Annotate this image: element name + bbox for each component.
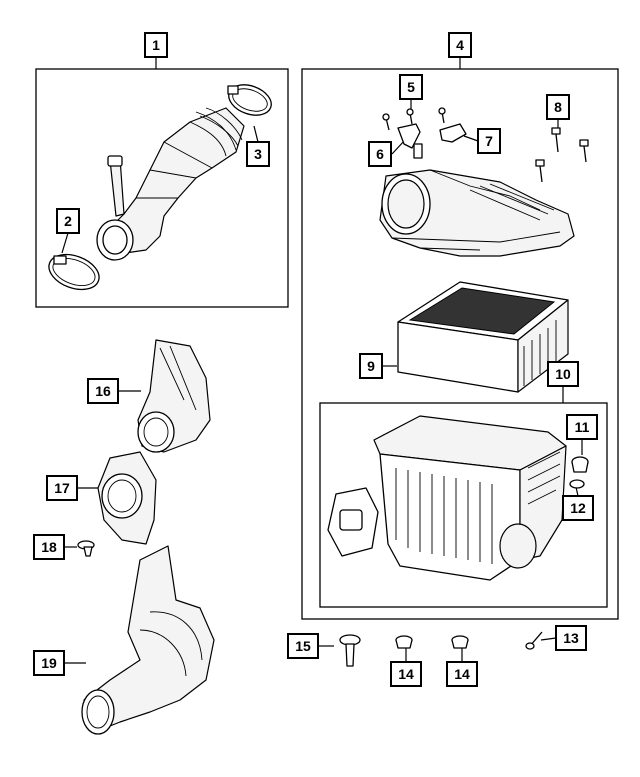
callout-13: 13 — [555, 625, 587, 651]
callout-14b: 14 — [446, 661, 478, 687]
resonator-duct-part — [81, 545, 215, 735]
nut-14a-part — [395, 635, 413, 649]
svg-text:18: 18 — [41, 539, 57, 555]
grommet-part — [569, 456, 589, 489]
svg-text:2: 2 — [64, 213, 72, 229]
svg-text:14: 14 — [398, 666, 414, 682]
callout-5: 5 — [399, 74, 423, 100]
bolt-a — [551, 127, 561, 153]
group-1-frame — [35, 68, 289, 308]
svg-text:15: 15 — [295, 638, 311, 654]
svg-text:11: 11 — [575, 419, 590, 435]
callout-19: 19 — [33, 650, 65, 676]
svg-text:4: 4 — [456, 37, 464, 53]
air-cleaner-housing-part — [327, 415, 567, 581]
callout-9: 9 — [359, 353, 383, 379]
svg-text:13: 13 — [563, 630, 579, 646]
callout-6: 6 — [368, 141, 392, 167]
screw-a — [382, 113, 390, 131]
hose-clamp-part — [48, 84, 272, 291]
svg-text:8: 8 — [554, 99, 562, 115]
leader-lines — [61, 57, 583, 664]
air-duct-adapter-part — [97, 451, 157, 545]
callout-12: 12 — [562, 495, 594, 521]
bolt-b — [579, 139, 589, 163]
callout-10: 10 — [547, 361, 579, 387]
svg-text:9: 9 — [367, 358, 375, 374]
sensor-part — [397, 123, 467, 159]
air-cleaner-cover-part — [379, 169, 575, 257]
svg-text:10: 10 — [555, 366, 571, 382]
callout-16: 16 — [87, 378, 119, 404]
callout-17: 17 — [46, 475, 78, 501]
svg-text:12: 12 — [570, 500, 586, 516]
bolt-15-part — [339, 634, 361, 667]
callout-3: 3 — [246, 141, 270, 167]
svg-text:5: 5 — [407, 79, 415, 95]
screw-b — [406, 108, 414, 125]
screws-part — [382, 107, 589, 183]
group-10-frame — [319, 402, 608, 608]
callout-14a: 14 — [390, 661, 422, 687]
svg-text:16: 16 — [95, 383, 111, 399]
screw-c — [438, 107, 446, 124]
callout-2: 2 — [56, 208, 80, 234]
svg-text:14: 14 — [454, 666, 470, 682]
svg-text:7: 7 — [485, 133, 493, 149]
callout-7: 7 — [477, 128, 501, 154]
intake-duct-part — [96, 107, 245, 261]
bolt-c — [535, 159, 545, 183]
callout-18: 18 — [33, 534, 65, 560]
svg-text:19: 19 — [41, 655, 57, 671]
air-inlet-duct-part — [137, 339, 211, 453]
svg-text:6: 6 — [376, 146, 384, 162]
callout-8: 8 — [546, 94, 570, 120]
nut-14b-part — [451, 635, 469, 649]
svg-text:3: 3 — [254, 146, 262, 162]
callout-15: 15 — [287, 633, 319, 659]
bolt-13-part — [525, 631, 543, 650]
air-filter-element-part — [397, 281, 569, 393]
callout-11: 11 — [566, 414, 598, 440]
callout-1: 1 — [144, 32, 168, 58]
svg-text:1: 1 — [152, 37, 160, 53]
svg-text:17: 17 — [54, 480, 70, 496]
callout-4: 4 — [448, 32, 472, 58]
push-pin-part — [77, 540, 95, 557]
